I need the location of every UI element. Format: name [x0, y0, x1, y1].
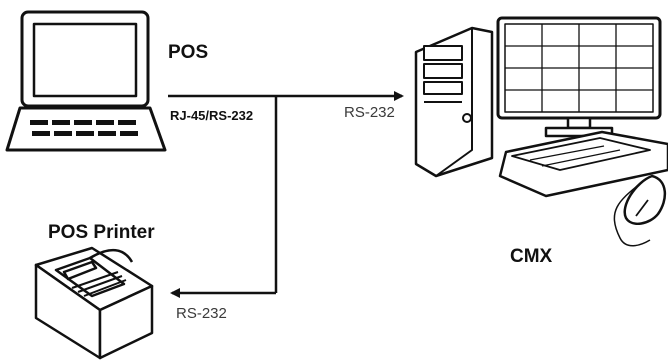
connection-lines: [168, 91, 404, 298]
pos-link-label: RJ-45/RS-232: [170, 108, 254, 123]
laptop-icon: [5, 10, 167, 152]
receipt-printer-icon: [34, 246, 154, 360]
desktop-computer-icon: [414, 16, 668, 247]
cmx-label: CMX: [510, 246, 553, 267]
pos-printer-label: POS Printer: [48, 222, 155, 243]
printer-link-label: RS-232: [176, 305, 227, 322]
pos-label: POS: [168, 42, 209, 63]
cmx-link-label: RS-232: [344, 104, 395, 121]
